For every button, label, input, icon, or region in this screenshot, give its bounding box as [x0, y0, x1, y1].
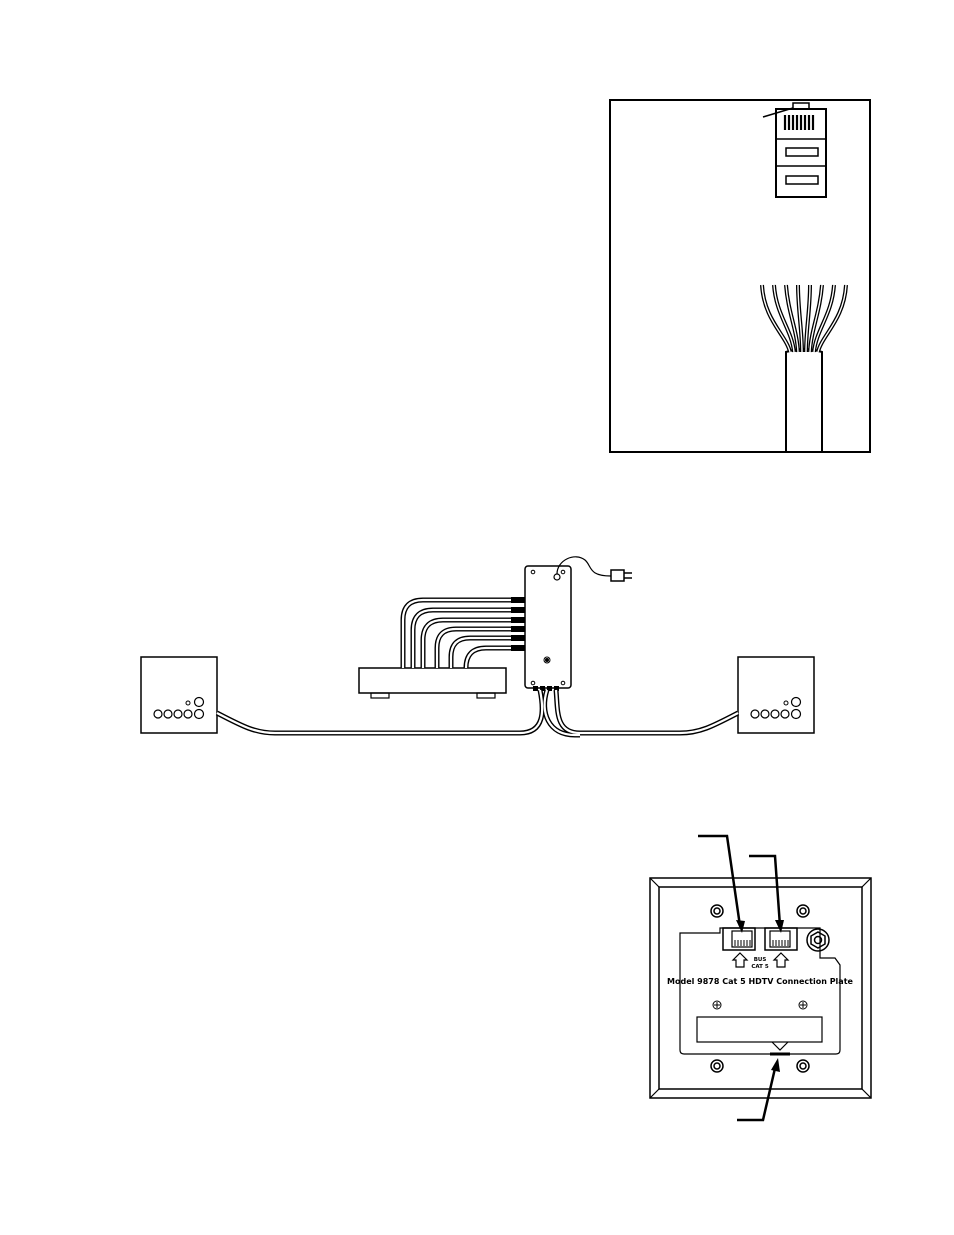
plate-bus-label-top: BUS: [754, 957, 767, 963]
system-diagram: [141, 557, 814, 735]
plate-down-arrow: [772, 1042, 788, 1050]
right-wall-plate: [738, 657, 814, 733]
plate-coax-connector: [807, 929, 829, 951]
left-wall-plate: [141, 657, 217, 733]
cat5-cable: [762, 285, 846, 452]
plate-jack-left: [723, 928, 755, 950]
rj45-figure-frame: [610, 100, 870, 452]
rj45-figure: [610, 100, 870, 452]
plate-screw-holes: [711, 905, 809, 1072]
plate-model-label: Model 9878 Cat 5 HDTV Connection Plate: [667, 977, 853, 986]
plate-up-arrow-left: [733, 953, 747, 967]
plate-up-arrow-right: [774, 953, 788, 967]
component-plugs: [511, 597, 525, 651]
plate-panel-screws: [713, 1001, 807, 1009]
rj45-plug: [776, 103, 826, 197]
rj45-pins: [785, 115, 813, 130]
power-adapter: [557, 557, 632, 581]
plate-bus-label-bottom: CAT 5: [751, 964, 769, 970]
cat5-hub: [525, 566, 571, 691]
plate-outer: [650, 878, 871, 1098]
plate-inner: [659, 887, 862, 1089]
source-component: [359, 668, 506, 698]
plate-label-window: [697, 1017, 822, 1042]
